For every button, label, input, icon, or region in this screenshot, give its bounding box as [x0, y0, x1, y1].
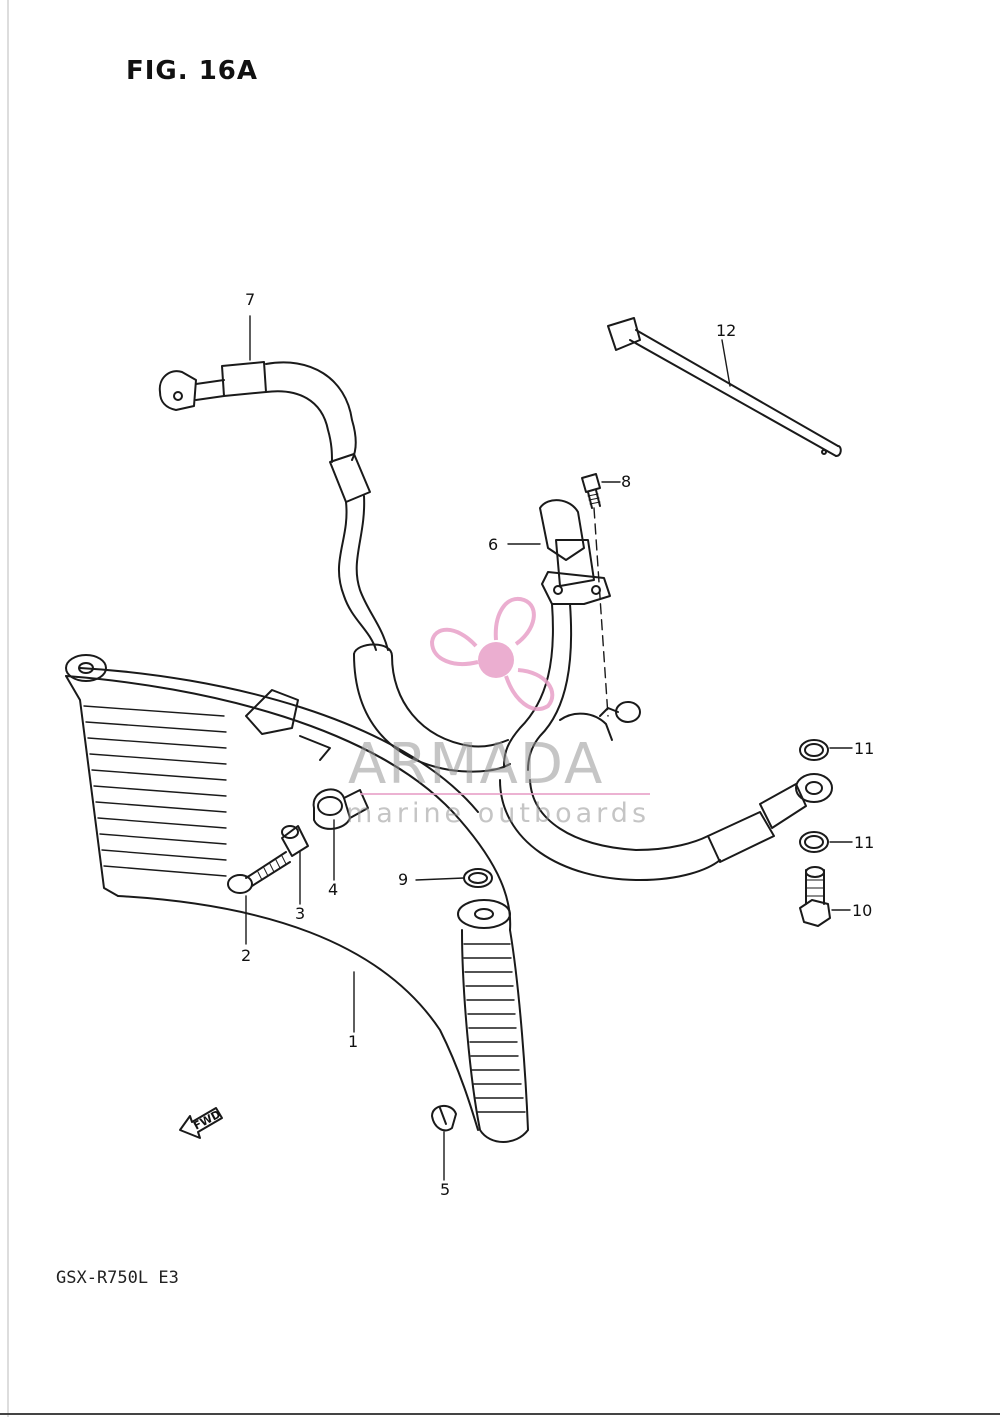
collar-part	[281, 825, 309, 857]
forward-label: FWD	[191, 1108, 223, 1133]
callout-3: 3	[295, 904, 306, 923]
union-bolt-part	[799, 866, 831, 927]
callout-1: 1	[348, 1032, 359, 1051]
gasket-11-upper-part	[799, 739, 829, 761]
cable-tie-part	[607, 317, 842, 457]
leader-lines	[245, 315, 853, 1181]
o-ring-9-part	[463, 868, 493, 888]
callout-6: 6	[488, 535, 499, 554]
callout-10: 10	[852, 901, 873, 920]
callout-5: 5	[440, 1180, 451, 1199]
callout-11-lower: 11	[854, 833, 875, 852]
callout-9: 9	[398, 870, 409, 889]
bolt-part	[227, 851, 291, 894]
callout-12: 12	[716, 321, 737, 340]
clip-part	[431, 1105, 457, 1132]
figure-title: FIG. 16A	[126, 56, 259, 86]
callout-7: 7	[245, 290, 256, 309]
upper-oil-hose-part	[158, 361, 511, 773]
oil-cooler-part	[65, 654, 529, 1143]
small-bolt-part	[581, 473, 609, 717]
grommet-part	[312, 788, 369, 830]
gasket-11-lower-part	[799, 831, 829, 853]
callout-4: 4	[328, 880, 339, 899]
watermark-tagline: marine outboards	[346, 798, 651, 829]
propeller-logo-icon	[429, 596, 555, 711]
callout-11-upper: 11	[854, 739, 875, 758]
model-code: GSX-R750L E3	[56, 1268, 179, 1288]
callout-2: 2	[241, 946, 252, 965]
forward-arrow-icon	[179, 1107, 223, 1139]
callout-8: 8	[621, 472, 632, 491]
watermark-brand: ARMADA	[348, 732, 605, 797]
